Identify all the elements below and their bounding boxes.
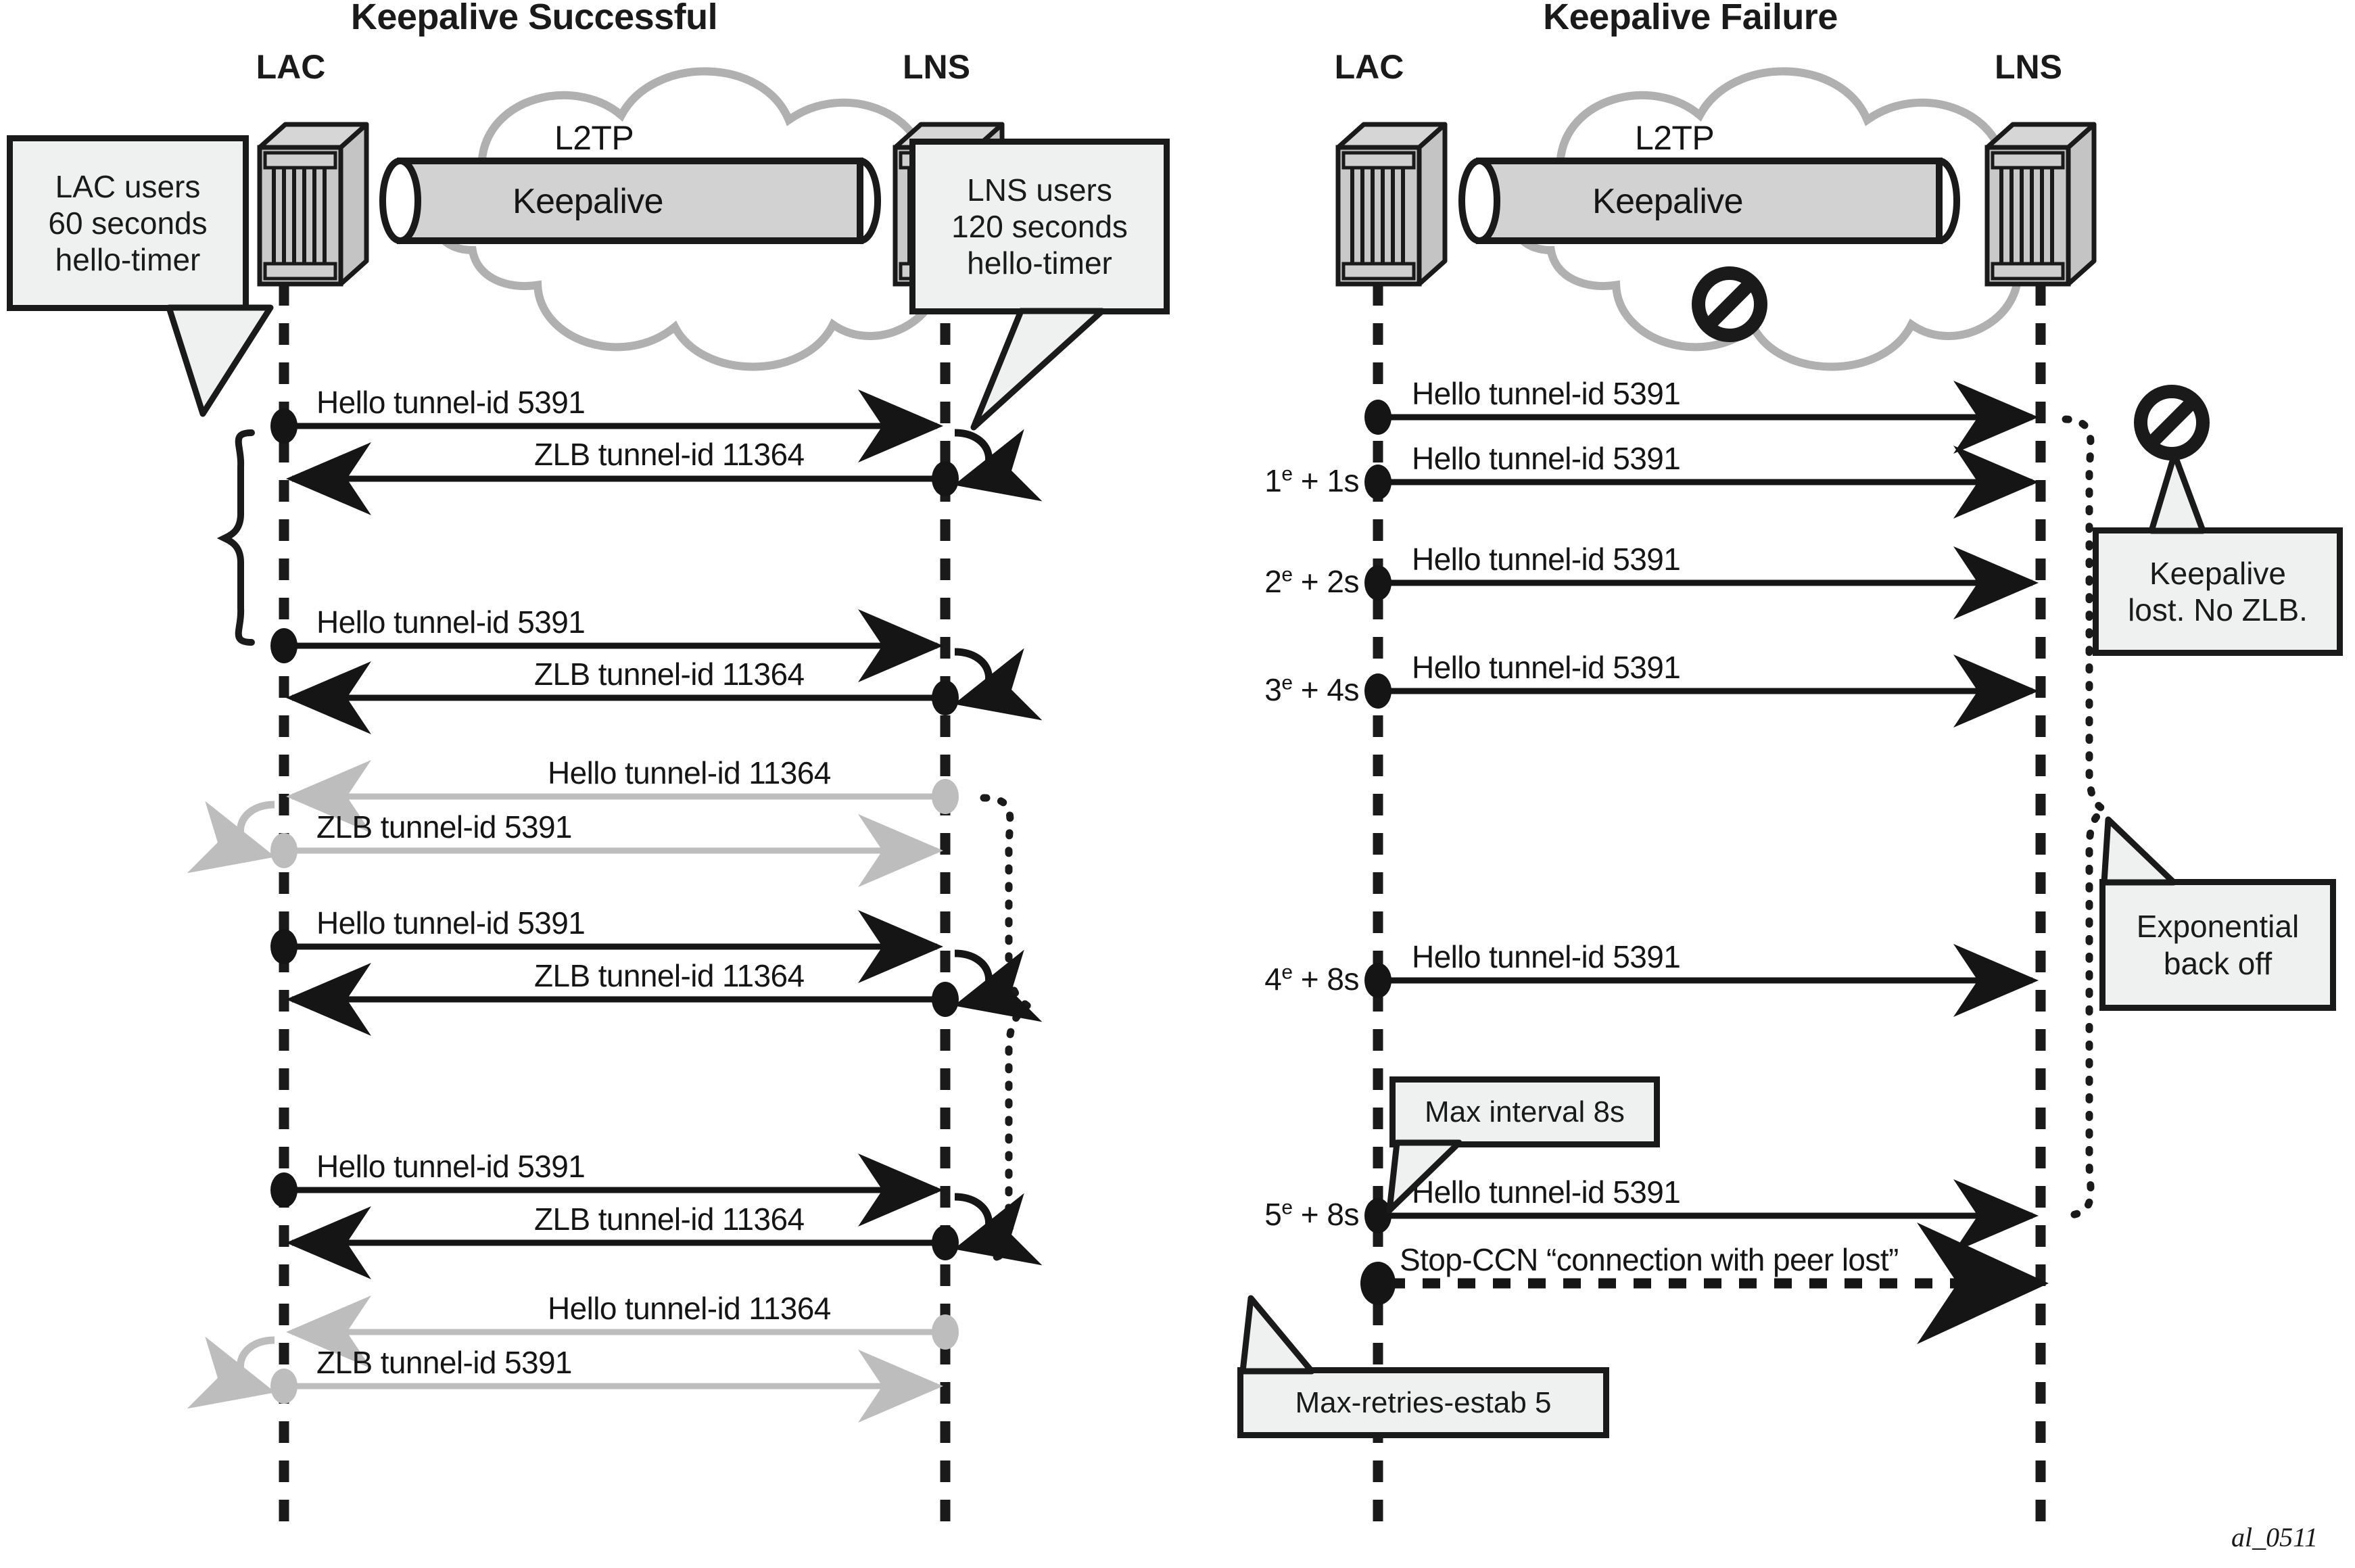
device-lac-left [260, 124, 366, 284]
msg-label-7: Hello tunnel-id 5391 [316, 905, 586, 941]
msg-label-5: Hello tunnel-id 11364 [548, 755, 831, 790]
max-interval-callout: Max interval 8s [1389, 1076, 1660, 1147]
tail-lns-users [970, 308, 1105, 431]
time-label-r-5: 4e + 8s [1264, 961, 1359, 997]
cloud-label-left: L2TP [554, 119, 634, 157]
figure-id: al_0511 [2231, 1522, 2318, 1552]
msg-label-r-4: Hello tunnel-id 5391 [1412, 650, 1681, 685]
msg-label-6: ZLB tunnel-id 5391 [316, 809, 573, 845]
node-label-lns-right: LNS [1995, 48, 2062, 86]
tunnel-label-left: Keepalive [513, 182, 664, 221]
time-label-r-2: 1e + 1s [1264, 462, 1359, 498]
cloud-label-right: L2TP [1635, 119, 1715, 157]
msg-label-r-5: Hello tunnel-id 5391 [1412, 939, 1681, 974]
msg-label-r-1: Hello tunnel-id 5391 [1412, 376, 1681, 411]
msg-label-2: ZLB tunnel-id 11364 [534, 437, 805, 472]
msg-label-12: ZLB tunnel-id 5391 [316, 1345, 573, 1380]
node-label-lac-left: LAC [256, 48, 326, 86]
tunnel-label-right: Keepalive [1592, 182, 1744, 221]
msg-label-r-6: Hello tunnel-id 5391 [1412, 1174, 1681, 1210]
time-label-r-4: 3e + 4s [1264, 671, 1359, 707]
msg-label-9: Hello tunnel-id 5391 [316, 1149, 586, 1184]
repeat-brace-left [980, 794, 1034, 1263]
time-label-r-6: 5e + 8s [1264, 1196, 1359, 1232]
msg-label-r-2: Hello tunnel-id 5391 [1412, 441, 1681, 476]
tail-exponential-backoff [2101, 816, 2177, 886]
panel-title-failure: Keepalive Failure [1543, 0, 1838, 37]
msg-label-1: Hello tunnel-id 5391 [316, 385, 586, 420]
msg-label-3: Hello tunnel-id 5391 [316, 604, 586, 640]
time-label-r-3: 2e + 2s [1264, 563, 1359, 599]
msg-label-4: ZLB tunnel-id 11364 [534, 657, 805, 692]
tail-max-retries [1239, 1295, 1315, 1375]
msg-label-r-3: Hello tunnel-id 5391 [1412, 542, 1681, 577]
tail-lac-users [166, 304, 274, 417]
device-lns-right [1987, 124, 2094, 284]
msg-label-r-7: Stop-CCN “connection with peer lost” [1400, 1242, 1899, 1277]
panel-title-successful: Keepalive Successful [350, 0, 718, 37]
group-brace-left [216, 429, 255, 646]
msg-label-11: Hello tunnel-id 11364 [548, 1291, 831, 1326]
msg-label-8: ZLB tunnel-id 11364 [534, 958, 805, 993]
node-label-lns-left: LNS [903, 48, 970, 86]
tail-keepalive-lost [2148, 451, 2206, 534]
blocked-tunnel-icon [1698, 273, 1761, 335]
keepalive-lost-icon [2141, 391, 2203, 454]
max-retries-callout: Max-retries-estab 5 [1237, 1367, 1609, 1438]
node-label-lac-right: LAC [1334, 48, 1404, 86]
device-lac-right [1338, 124, 1445, 284]
msg-label-10: ZLB tunnel-id 11364 [534, 1202, 805, 1237]
